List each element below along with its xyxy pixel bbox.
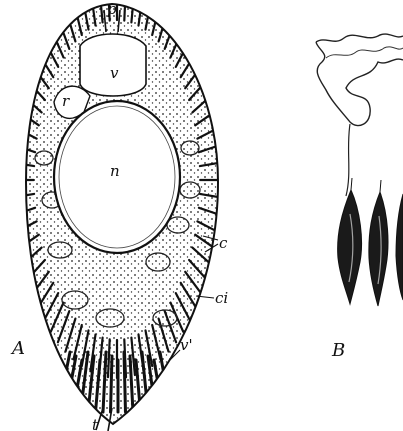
panel-b-cells bbox=[316, 34, 403, 306]
label-r: r bbox=[62, 92, 70, 110]
spindle-cell-1 bbox=[338, 190, 362, 304]
cell-flagella bbox=[351, 178, 381, 192]
tuft-cell bbox=[124, 352, 126, 412]
wavy-mass-inner bbox=[326, 47, 403, 58]
label-ci: ci bbox=[215, 289, 228, 307]
connecting-strand bbox=[346, 124, 350, 196]
label-c: c bbox=[219, 234, 228, 252]
label-v-prime: v' bbox=[180, 336, 193, 354]
label-v: v bbox=[110, 64, 119, 82]
label-n: n bbox=[110, 162, 120, 180]
panel-label-a: A bbox=[10, 338, 25, 359]
label-t: t bbox=[92, 416, 99, 431]
spindle-cell-2 bbox=[369, 192, 388, 306]
spindle-cell-3 bbox=[396, 194, 403, 300]
label-p: p bbox=[107, 0, 117, 18]
wavy-mass-outline bbox=[316, 34, 403, 125]
tuft-cell bbox=[111, 356, 113, 412]
panel-label-b: B bbox=[331, 340, 345, 361]
